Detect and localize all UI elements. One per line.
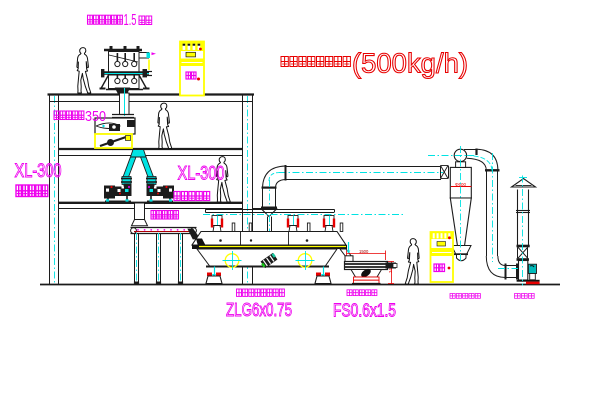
svg-text:XL-300: XL-300 [178, 163, 225, 185]
svg-text:340: 340 [388, 265, 393, 273]
svg-text:1500: 1500 [359, 249, 369, 254]
svg-text:Φ600: Φ600 [455, 182, 466, 187]
svg-text:(500kg/h): (500kg/h) [352, 48, 468, 79]
svg-text:350: 350 [85, 108, 106, 125]
svg-text:1.5: 1.5 [124, 12, 137, 29]
svg-text:FS0.6x1.5: FS0.6x1.5 [333, 301, 396, 321]
svg-text:XL-300: XL-300 [15, 160, 62, 182]
svg-text:ZLG6x0.75: ZLG6x0.75 [226, 300, 292, 320]
